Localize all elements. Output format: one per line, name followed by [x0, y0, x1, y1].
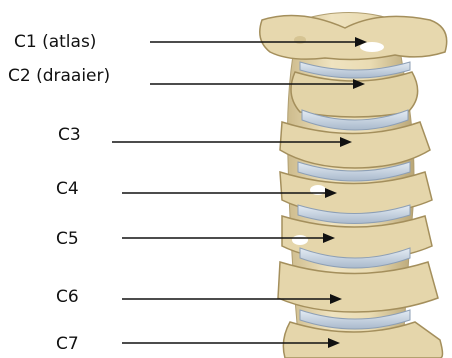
- label-c5: C5: [56, 231, 79, 248]
- label-c1: C1 (atlas): [14, 34, 96, 51]
- label-c2: C2 (draaier): [8, 68, 110, 85]
- label-c4: C4: [56, 181, 79, 198]
- label-c6: C6: [56, 289, 79, 306]
- label-c7: C7: [56, 336, 79, 353]
- label-c3: C3: [58, 127, 81, 144]
